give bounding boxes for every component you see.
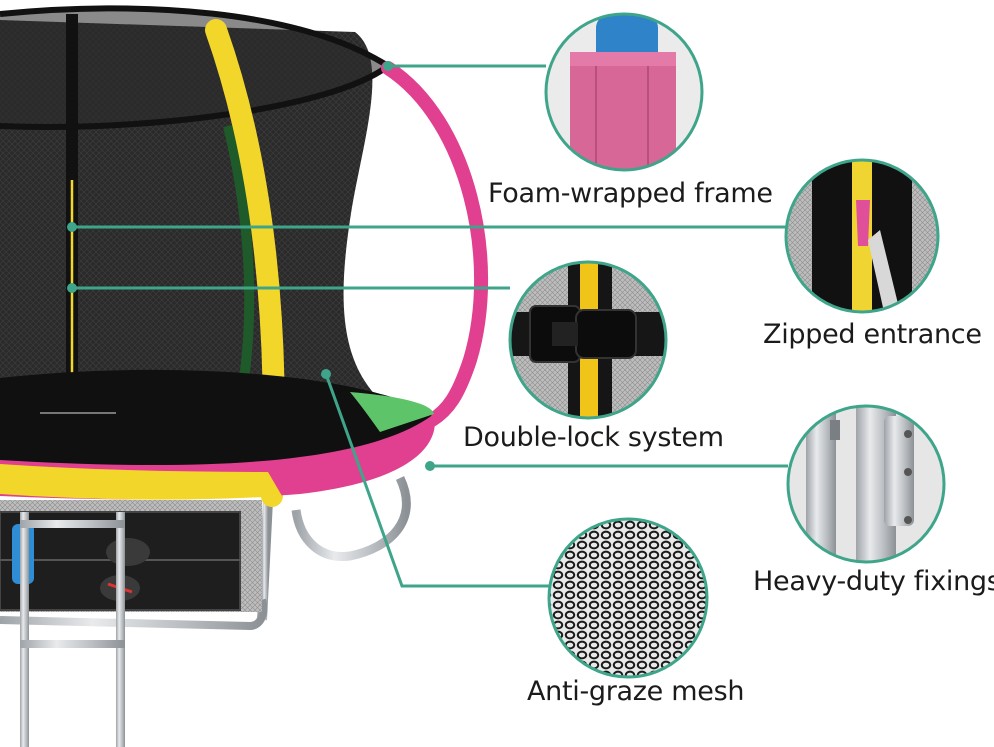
detail-double-lock-system <box>508 260 668 420</box>
trampoline <box>0 5 489 747</box>
detail-foam-wrapped-frame <box>544 12 704 172</box>
pink-frame-pole <box>381 61 489 427</box>
label-anti-graze-mesh: Anti-graze mesh <box>527 676 745 707</box>
detail-anti-graze-mesh <box>547 517 709 679</box>
zipper-icon <box>786 160 938 312</box>
label-foam-wrapped-frame: Foam-wrapped frame <box>488 178 773 209</box>
trampoline-legs <box>0 476 411 631</box>
detail-heavy-duty-fixings <box>786 404 946 564</box>
detail-zipped-entrance <box>784 158 940 314</box>
callout-line-mesh <box>324 373 550 588</box>
label-double-lock-system: Double-lock system <box>463 422 724 453</box>
label-zipped-entrance: Zipped entrance <box>763 319 982 350</box>
steel-pole-icon <box>788 406 944 562</box>
callout-lines <box>72 64 788 588</box>
buckle-icon <box>510 262 666 418</box>
mesh-icon <box>549 519 707 677</box>
jumping-mat <box>0 369 432 466</box>
label-heavy-duty-fixings: Heavy-duty fixings <box>753 566 994 597</box>
ladder <box>20 512 125 747</box>
foam-pole-icon <box>546 14 702 170</box>
callout-dots <box>67 61 435 471</box>
